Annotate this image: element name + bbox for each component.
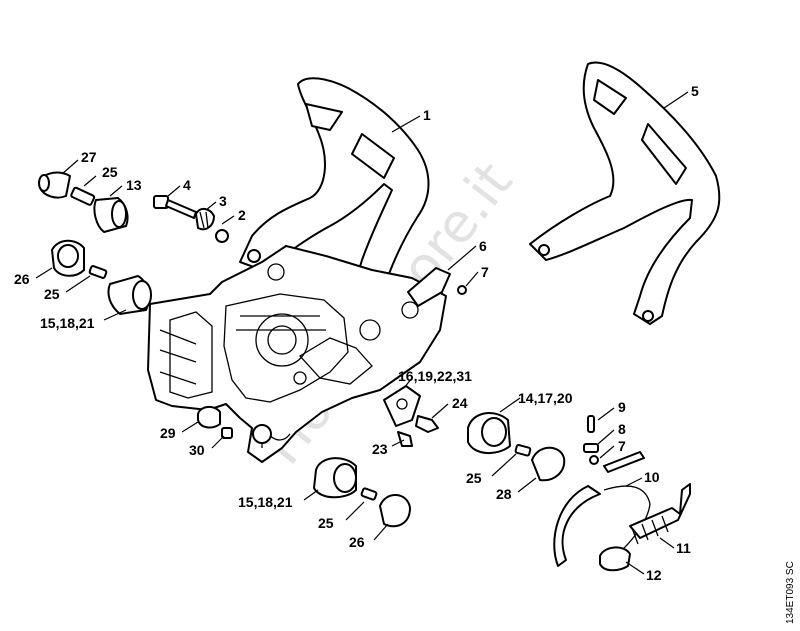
callout-25-right: 25	[466, 470, 482, 486]
callout-29: 29	[160, 425, 176, 441]
brake-band-10-11-12-group	[553, 451, 691, 572]
callout-1: 1	[423, 107, 431, 123]
leader-lines	[35, 91, 689, 575]
handle-5	[529, 61, 721, 325]
callout-15-18-21-bottom: 15,18,21	[238, 494, 293, 510]
callout-7-top: 7	[481, 264, 489, 280]
callout-12: 12	[646, 567, 662, 583]
buffer-bottom-group	[313, 457, 411, 528]
callout-7-mid: 7	[618, 438, 626, 454]
callout-23: 23	[372, 441, 388, 457]
callout-3: 3	[219, 193, 227, 209]
callout-8: 8	[618, 421, 626, 437]
callout-2: 2	[238, 207, 246, 223]
buffer-left-group	[51, 239, 152, 315]
callout-25-left: 25	[44, 286, 60, 302]
callout-30: 30	[189, 442, 205, 458]
callout-25-bottom: 25	[318, 515, 334, 531]
callout-25-top: 25	[102, 164, 118, 180]
callout-labels: 1 2 3 4 5 6 7 13 25 27 26 25 15,18,21 29…	[14, 83, 699, 583]
callout-26-bottom: 26	[349, 534, 365, 550]
callout-15-18-21-left: 15,18,21	[40, 315, 95, 331]
callout-4: 4	[183, 177, 191, 193]
screw-4-spring-3-group	[153, 195, 229, 243]
callout-13: 13	[126, 177, 142, 193]
callout-10: 10	[644, 469, 660, 485]
callout-5: 5	[691, 83, 699, 99]
callout-28: 28	[496, 486, 512, 502]
pins-9-8-7-group	[583, 415, 599, 465]
buffer-13-group	[38, 171, 129, 233]
buffer-14-17-20-group	[467, 412, 566, 482]
callout-27: 27	[81, 149, 97, 165]
callout-14-17-20: 14,17,20	[518, 390, 573, 406]
callout-11: 11	[676, 540, 691, 556]
part-6-7-top	[407, 267, 467, 307]
bracket-16-19-22-31-group	[383, 385, 439, 447]
callout-6-top: 6	[479, 238, 487, 254]
crankcase-housing	[147, 245, 447, 463]
callout-9: 9	[618, 399, 626, 415]
callout-26-left: 26	[14, 271, 30, 287]
callout-16-19-22-31: 16,19,22,31	[398, 368, 472, 384]
drawing-code: 134ET093 SC	[785, 561, 796, 624]
callout-24: 24	[452, 395, 468, 411]
buffer-29-30-group	[197, 406, 233, 439]
